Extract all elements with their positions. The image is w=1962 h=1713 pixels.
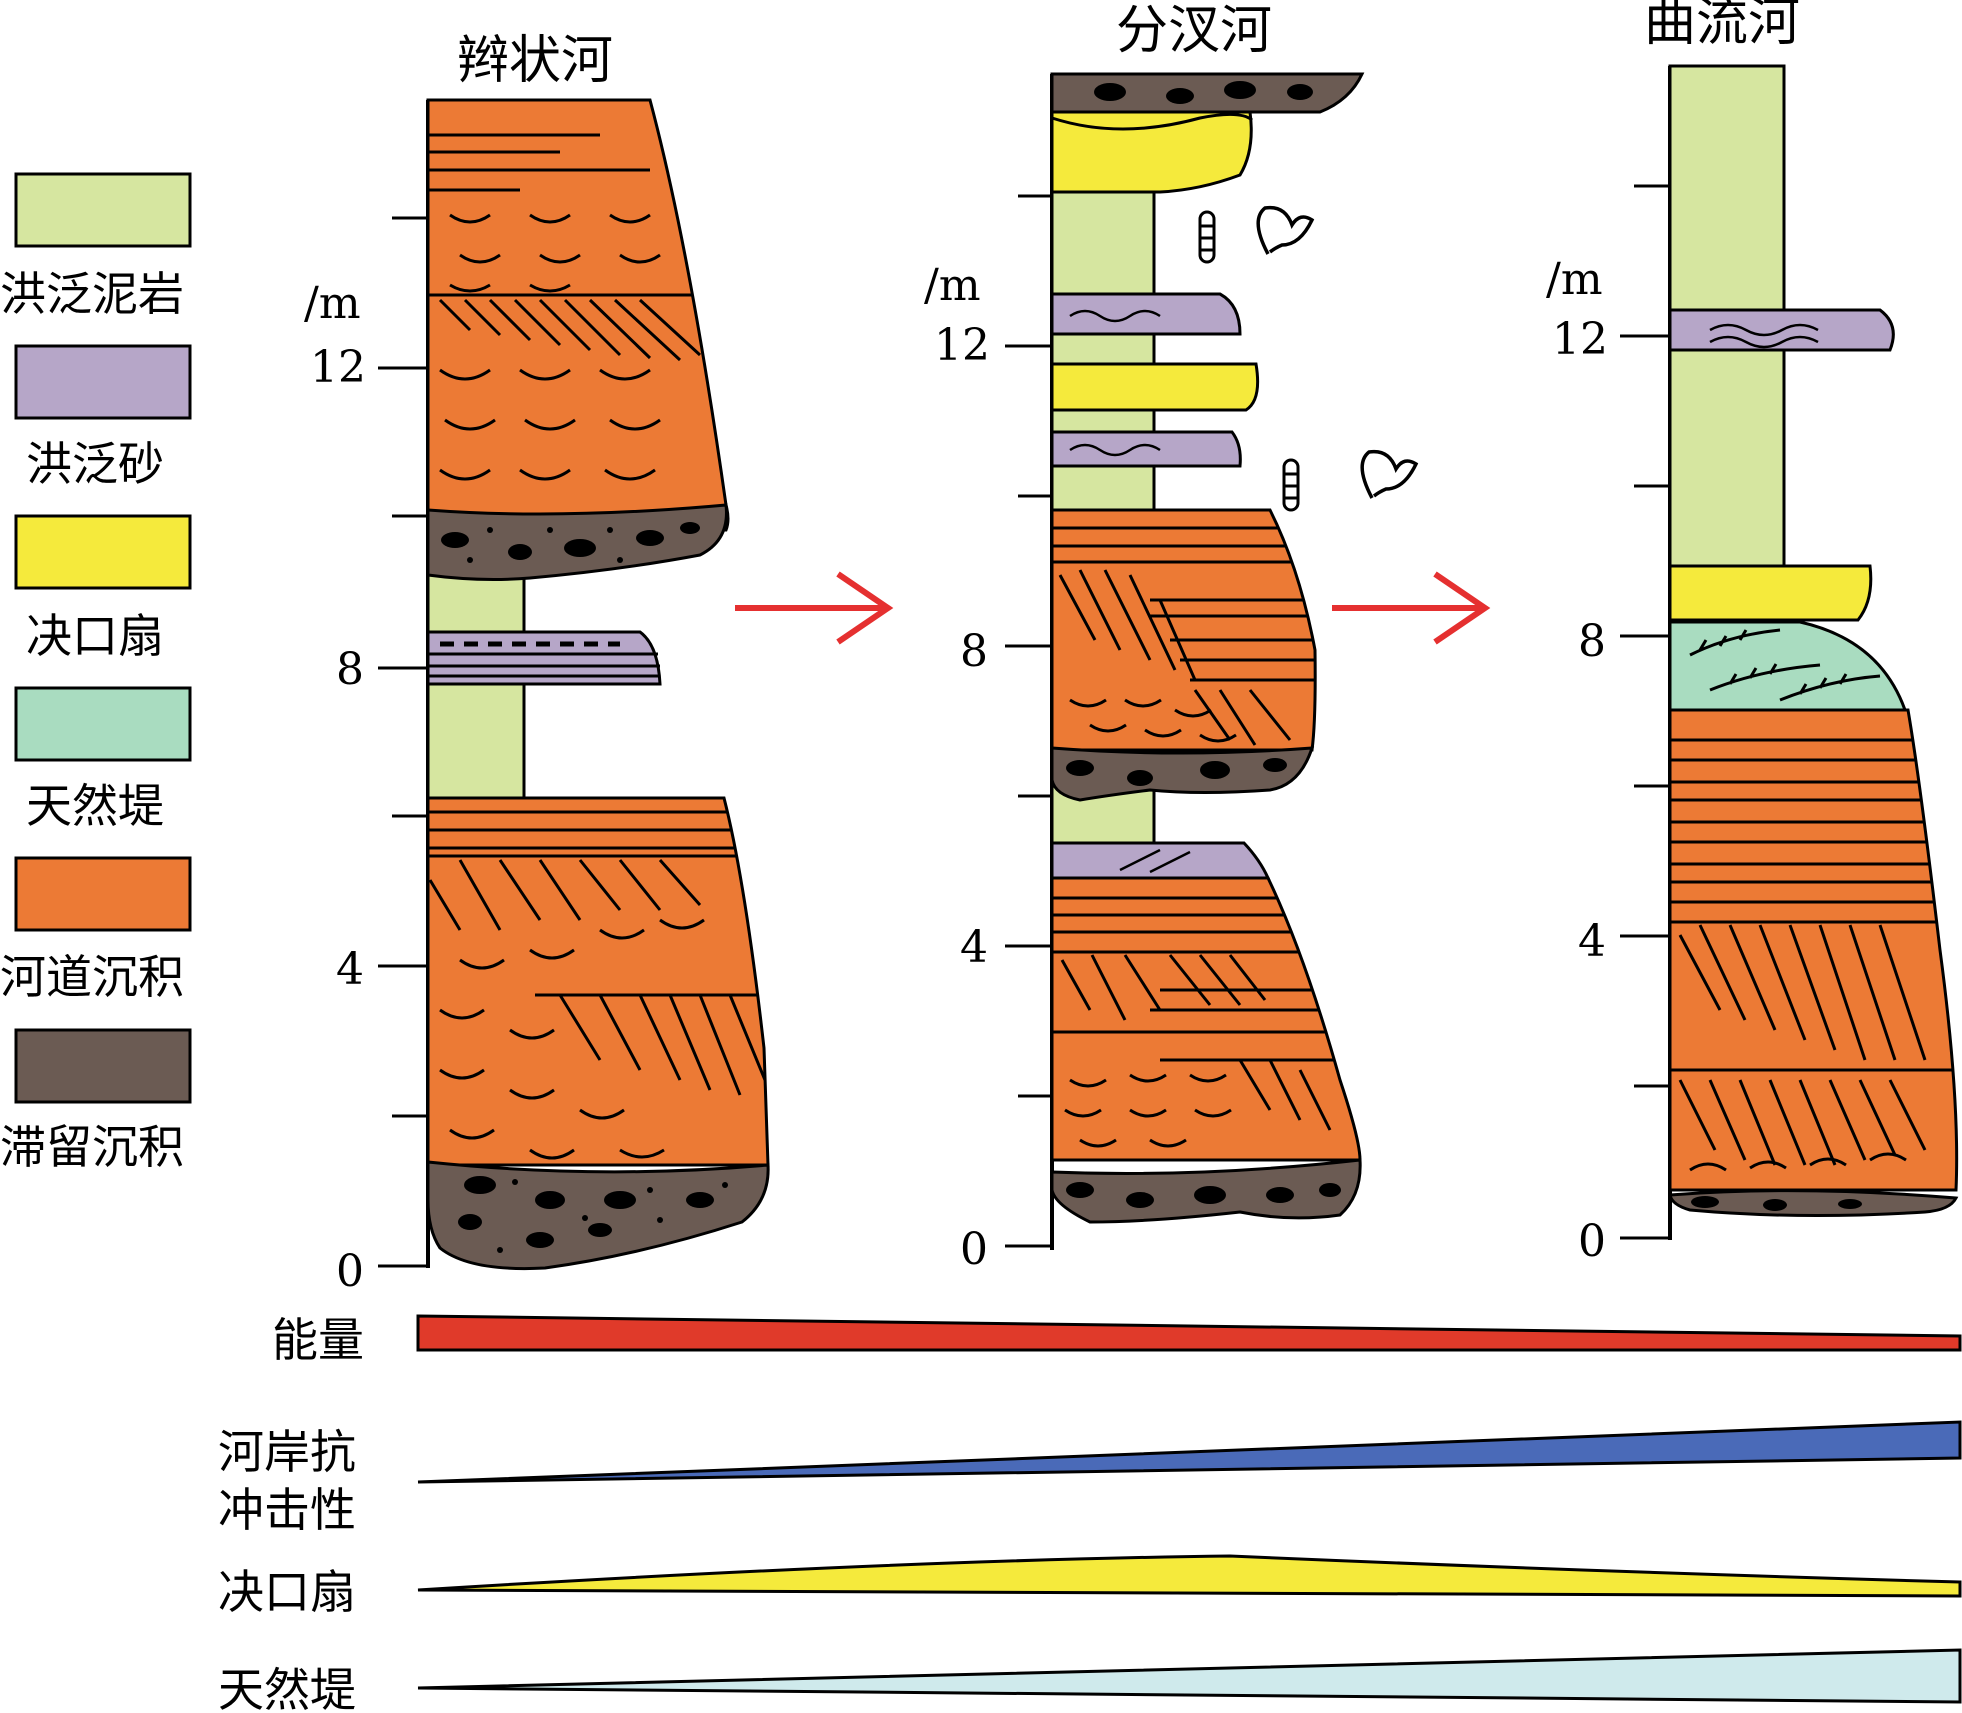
lag-deposit-lower	[426, 1160, 770, 1271]
axis-tick-4: 4	[336, 944, 364, 995]
column-braided: 辫状河 /m 12 8 4 0	[304, 31, 770, 1297]
lag-deposit	[1668, 1189, 1959, 1218]
axis-tick-0: 0	[336, 1246, 364, 1297]
axis-tick-0: 0	[1578, 1216, 1606, 1267]
trend-label-energy: 能量	[272, 1313, 364, 1367]
axis-tick-12: 12	[934, 320, 990, 371]
legend-label-levee: 天然堤	[26, 779, 164, 833]
lag-pebbles	[1691, 1196, 1862, 1211]
bank-resistance-wedge	[417, 1420, 1962, 1484]
legend-swatch-flood-mud	[14, 172, 192, 248]
channel-body-lower	[426, 796, 770, 1167]
axis-tick-8: 8	[1578, 616, 1606, 667]
transition-arrow-2	[1332, 571, 1491, 645]
legend-swatch-levee	[14, 686, 192, 762]
levee-ripple-laminae	[1689, 628, 1881, 702]
channel-lower-structures	[1052, 896, 1350, 1148]
channel-body-upper	[1050, 508, 1317, 752]
legend-swatch-flood-sand	[14, 344, 192, 420]
axis-unit: /m	[924, 260, 981, 311]
axis-unit: /m	[1546, 254, 1603, 305]
lag-deposit-upper	[1050, 746, 1315, 802]
lag-deposit-top	[1050, 72, 1365, 114]
axis-tick-4: 4	[1578, 916, 1606, 967]
legend-label-flood-sand: 洪泛砂	[26, 437, 164, 491]
legend-label-splay: 决口扇	[26, 609, 164, 663]
axis-ticks	[1620, 184, 1670, 1240]
trend-label-bank-resistance: 河岸抗冲击性	[218, 1425, 356, 1537]
root-trace-icon	[1256, 205, 1419, 499]
axis-tick-8: 8	[336, 644, 364, 695]
lag-pebbles-top	[1094, 81, 1313, 104]
axis-ticks	[378, 216, 428, 1268]
flood-sand-bed-mid	[1050, 841, 1271, 880]
legend: 洪泛泥岩 洪泛砂 决口扇 天然堤 河道沉积 滞留沉积	[0, 172, 192, 1174]
column-title: 辫状河	[457, 31, 613, 91]
channel-upper-structures	[428, 133, 727, 481]
trend-bars: 能量 河岸抗冲击性 决口扇 天然堤	[218, 1313, 1962, 1713]
energy-wedge	[416, 1314, 1962, 1352]
axis-tick-8: 8	[960, 626, 988, 677]
lag-pebbles-upper	[441, 522, 700, 563]
crevasse-splay	[1668, 564, 1873, 622]
column-anastomosing: 分汊河 /m 12 8 4 0	[924, 1, 1419, 1275]
axis-unit: /m	[304, 278, 361, 329]
legend-label-lag: 滞留沉积	[0, 1120, 184, 1174]
natural-levee-wedge	[417, 1648, 1962, 1704]
channel-upper-structures	[1052, 526, 1316, 746]
lag-pebbles-lower	[458, 1176, 728, 1253]
flood-sand-laminae	[428, 652, 660, 678]
axis-tick-12: 12	[310, 342, 366, 393]
legend-swatch-splay	[14, 514, 192, 590]
trace-fossil-icon	[1198, 210, 1300, 512]
trend-label-crevasse-splay: 决口扇	[218, 1565, 356, 1619]
axis-tick-4: 4	[960, 922, 988, 973]
trend-label-natural-levee: 天然堤	[218, 1663, 356, 1713]
legend-label-flood-mud: 洪泛泥岩	[0, 267, 184, 321]
column-title: 分汊河	[1116, 1, 1272, 61]
flood-sand-bed-lower	[1050, 430, 1242, 468]
axis-ticks	[1005, 194, 1052, 1248]
legend-swatch-channel	[14, 856, 192, 932]
flood-sand-bed-upper	[1050, 292, 1242, 336]
axis-tick-12: 12	[1552, 314, 1608, 365]
axis-tick-0: 0	[960, 1224, 988, 1275]
transition-arrow-1	[735, 571, 894, 645]
legend-swatch-lag	[14, 1028, 192, 1104]
column-title: 曲流河	[1644, 0, 1800, 53]
crevasse-splay-trend	[417, 1554, 1962, 1598]
crevasse-splay-mid	[1050, 362, 1260, 412]
channel-structures	[1670, 738, 1957, 1172]
crevasse-splay-top	[1050, 110, 1253, 194]
column-meandering: 曲流河 /m 12 8 4 0	[1546, 0, 1959, 1267]
lag-pebbles-upper	[1066, 758, 1287, 786]
lag-pebbles-lower	[1066, 1182, 1341, 1208]
channel-lower-structures	[428, 810, 770, 1160]
channel-body-lower	[1050, 876, 1362, 1162]
legend-label-channel: 河道沉积	[0, 950, 184, 1004]
